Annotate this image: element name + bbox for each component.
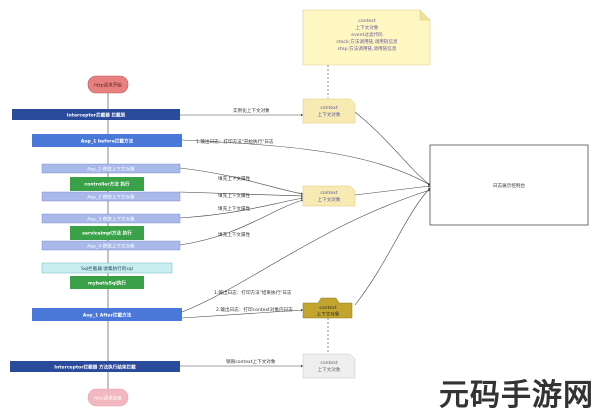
- context-note-line-2: 上下文对象: [356, 24, 379, 31]
- edge-log-result: [181, 189, 431, 313]
- serviceimpl-label: serviceimpl方法 执行: [82, 230, 132, 237]
- edge-label-fill-4: 填充上下文属性: [218, 231, 251, 238]
- edge-label-fill-3: 填充上下文属性: [218, 205, 251, 212]
- context-node-2-line-2: 上下文对象: [318, 196, 341, 203]
- mybatis-node: mybatisSql执行: [70, 276, 144, 289]
- context-note-line-1: context: [358, 18, 376, 24]
- context-node-1: context 上下文对象: [302, 98, 356, 124]
- edge-label-fill-2: 填充上下文属性: [218, 192, 251, 199]
- controller-label: controller方法 执行: [84, 181, 130, 188]
- aop-get-2-node: Aop_2 获取上下文对象: [41, 191, 181, 202]
- edge-fill-3: [179, 197, 304, 219]
- edge-fill-4: [179, 199, 304, 246]
- aop-get-4-node: Aop_4 获取上下文对象: [41, 240, 181, 251]
- aop-get-3-node: Aop_3 获取上下文对象: [41, 213, 181, 224]
- log-console-box: 日志展示控制台: [429, 144, 589, 226]
- context-node-4: context 上下文对象: [302, 353, 356, 379]
- aop-after-node: Aop_1 After拦截方法: [32, 308, 182, 321]
- context-node-1-line-1: context: [320, 105, 338, 111]
- context-node-4-line-2: 上下文对象: [318, 366, 341, 373]
- context-node-3-line-1: context: [319, 305, 337, 311]
- edge-fill-2: [179, 191, 304, 198]
- interceptor-out-label: Interceptor拦截器 方法执行结束拦截: [54, 363, 136, 370]
- aop-before-node: Aop_1 before拦截方法: [32, 134, 182, 147]
- aop-after-label: Aop_1 After拦截方法: [83, 311, 132, 318]
- edge-log-start: [181, 139, 431, 186]
- edge-ctx3-to-log: [354, 187, 431, 306]
- edge-label-log-start: 1.输出日志：打印方法"开始执行"日志: [196, 138, 274, 145]
- aop-get-1-node: Aop_2 获取上下文对象: [41, 163, 181, 174]
- end-node-label: http请求结束: [94, 395, 122, 402]
- aop-before-label: Aop_1 before拦截方法: [81, 137, 134, 144]
- interceptor-in-label: Interceptor拦截器 拦截到: [67, 111, 126, 118]
- edge-label-destroy: 销毁context上下文对象: [226, 358, 276, 365]
- aop-get-4-label: Aop_4 获取上下文对象: [87, 242, 135, 249]
- context-note-line-4: stock:方法调用链,调用链信息: [336, 38, 398, 45]
- mybatis-label: mybatisSql执行: [88, 279, 126, 286]
- edge-ctx2-to-log: [354, 185, 431, 196]
- edge-fill-1: [179, 167, 304, 195]
- edge-label-fill-1: 填充上下文属性: [218, 175, 251, 182]
- watermark-logo: 元码手游网: [439, 378, 594, 413]
- interceptor-out-node: Interceptor拦截器 方法执行结束拦截: [10, 361, 180, 372]
- aop-get-1-label: Aop_2 获取上下文对象: [87, 165, 135, 172]
- controller-node: controller方法 执行: [70, 177, 144, 191]
- context-node-3-line-2: 上下文对象: [317, 311, 340, 318]
- sql-interceptor-label: Sql拦截器 收集执行的sql: [81, 265, 133, 272]
- log-console-label: 日志展示控制台: [493, 182, 526, 189]
- context-node-1-line-2: 上下文对象: [318, 111, 341, 118]
- interceptor-in-node: Interceptor拦截器 拦截到: [12, 109, 180, 120]
- aop-get-3-label: Aop_3 获取上下文对象: [87, 215, 135, 222]
- context-note-line-5: step:方法调用链,调用链信息: [338, 45, 397, 52]
- end-node: http请求结束: [87, 388, 129, 407]
- aop-get-2-label: Aop_2 获取上下文对象: [87, 193, 135, 200]
- edge-log-context: [181, 308, 304, 319]
- start-node-label: http请求开始: [94, 82, 122, 89]
- edge-ctx1-to-log: [354, 111, 431, 186]
- context-note: context 上下文对象 event过滤代码 stock:方法调用链,调用链信…: [302, 9, 431, 66]
- context-note-line-3: event过滤代码: [351, 31, 383, 38]
- serviceimpl-node: serviceimpl方法 执行: [70, 226, 144, 240]
- context-node-4-line-1: context: [320, 360, 338, 366]
- context-node-2: context 上下文对象: [302, 185, 356, 207]
- context-node-2-line-1: context: [320, 190, 338, 196]
- sql-interceptor-node: Sql拦截器 收集执行的sql: [41, 262, 173, 274]
- edge-label-log-result: 1.输出日志：打印方法"结果执行"日志: [214, 289, 292, 296]
- context-node-3: context 上下文对象: [302, 297, 353, 319]
- edge-label-log-context: 2.输出日志：打印context对象内日志: [216, 306, 293, 313]
- start-node: http请求开始: [87, 75, 129, 94]
- edge-label-instantiate: 实例化上下文对象: [233, 107, 270, 114]
